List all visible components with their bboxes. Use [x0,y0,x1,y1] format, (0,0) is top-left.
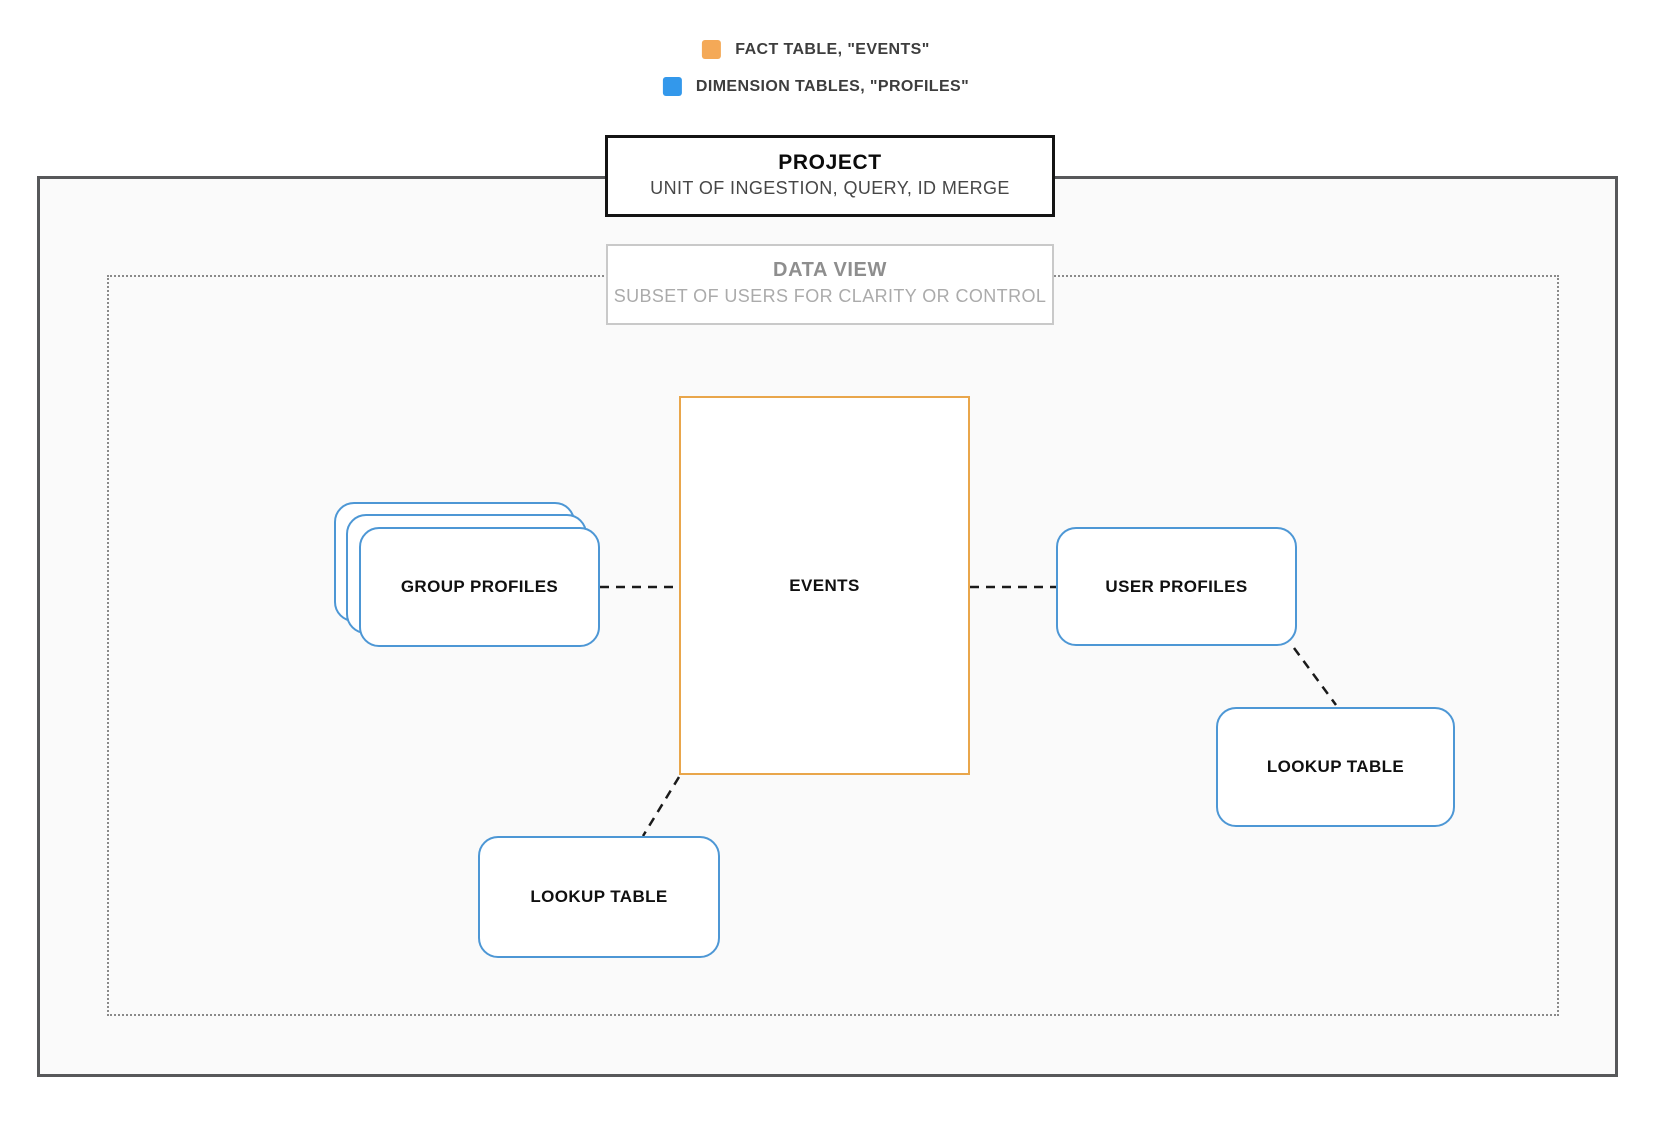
data-view-subtitle: SUBSET OF USERS FOR CLARITY OR CONTROL [613,286,1047,306]
lookup-table-bottom-label: LOOKUP TABLE [530,887,668,906]
user-profiles-label: USER PROFILES [1105,576,1248,596]
lookup-table-bottom-node: LOOKUP TABLE [478,836,720,958]
events-node: EVENTS [679,396,970,775]
group-profiles-node: GROUP PROFILES [334,502,600,647]
user-profiles-node: USER PROFILES [1056,527,1297,646]
data-view-header-box: DATA VIEW SUBSET OF USERS FOR CLARITY OR… [606,244,1054,325]
dimension-tables-swatch-icon [662,77,682,96]
group-profiles-label: GROUP PROFILES [400,577,559,596]
project-subtitle: UNIT OF INGESTION, QUERY, ID MERGE [650,178,1010,198]
fact-table-swatch-icon [702,40,722,59]
project-title: PROJECT [778,151,882,174]
data-view-title: DATA VIEW [773,259,887,281]
project-header-box: PROJECT UNIT OF INGESTION, QUERY, ID MER… [605,135,1055,217]
legend: FACT TABLE, "EVENTS" DIMENSION TABLES, "… [662,40,970,96]
lookup-table-right-label: LOOKUP TABLE [1266,757,1405,776]
events-label: EVENTS [789,575,860,595]
lookup-table-right-node: LOOKUP TABLE [1216,707,1455,827]
legend-item-label: FACT TABLE, "EVENTS" [735,40,930,58]
legend-item-fact-table: FACT TABLE, "EVENTS" [702,40,929,59]
legend-item-label: DIMENSION TABLES, "PROFILES" [695,77,970,95]
legend-item-dimension-tables: DIMENSION TABLES, "PROFILES" [662,77,970,96]
group-profiles-card-front: GROUP PROFILES [359,527,600,647]
